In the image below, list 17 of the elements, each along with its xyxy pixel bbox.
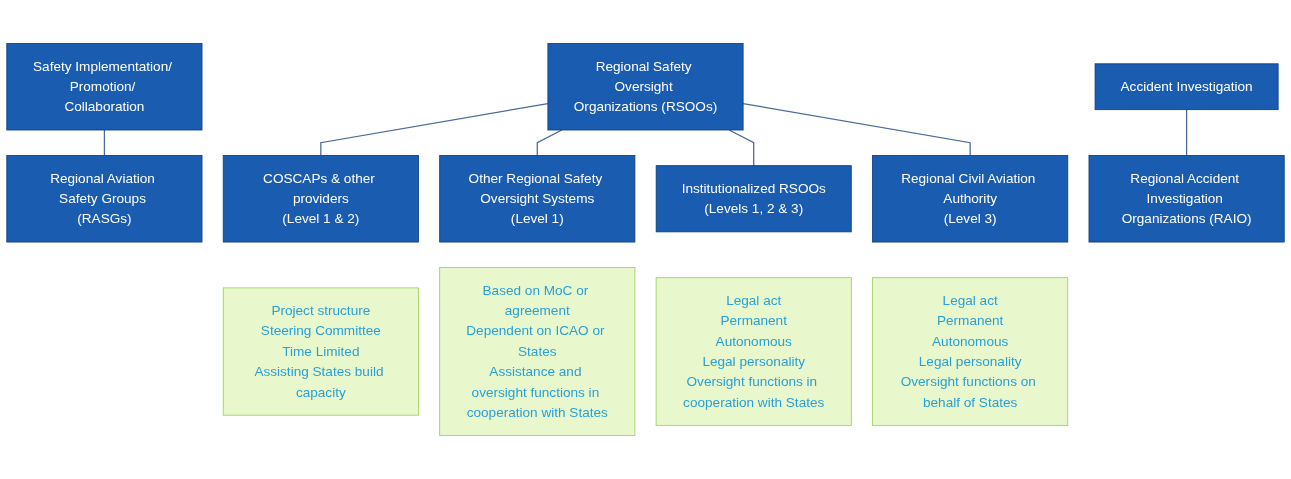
node-box: Based on MoC or agreement Dependent on ICAO or States Assistance and oversight functions in cooperation with States — [439, 267, 636, 436]
node-box: Regional Safety Oversight Organizations (RSOOs) — [547, 43, 744, 131]
connector — [103, 129, 106, 157]
node-box: Institutionalized RSOOs (Levels 1, 2 & 3) — [655, 165, 852, 233]
connector — [320, 102, 549, 157]
node-box: Legal act Permanent Autonomous Legal personality Oversight functions on behalf of States — [872, 277, 1069, 426]
node-box: Regional Civil Aviation Authority (Level 3) — [872, 155, 1069, 243]
node-box: Legal act Permanent Autonomous Legal personality Oversight functions in cooperation with States — [655, 277, 852, 426]
node-box: Regional Aviation Safety Groups (RASGs) — [6, 155, 203, 243]
node-box: COSCAPs & other providers (Level 1 & 2) — [222, 155, 419, 243]
node-box: Accident Investigation — [1094, 63, 1279, 111]
node-box: Safety Implementation/ Promotion/ Collaboration — [6, 43, 203, 131]
connector — [742, 102, 971, 157]
connector — [1185, 109, 1188, 157]
node-box: Regional Accident Investigation Organizations (RAIO) — [1088, 155, 1285, 243]
node-box: Other Regional Safety Oversight Systems (Level 1) — [439, 155, 636, 243]
node-box: Project structure Steering Committee Time Limited Assisting States build capacity — [222, 287, 419, 416]
